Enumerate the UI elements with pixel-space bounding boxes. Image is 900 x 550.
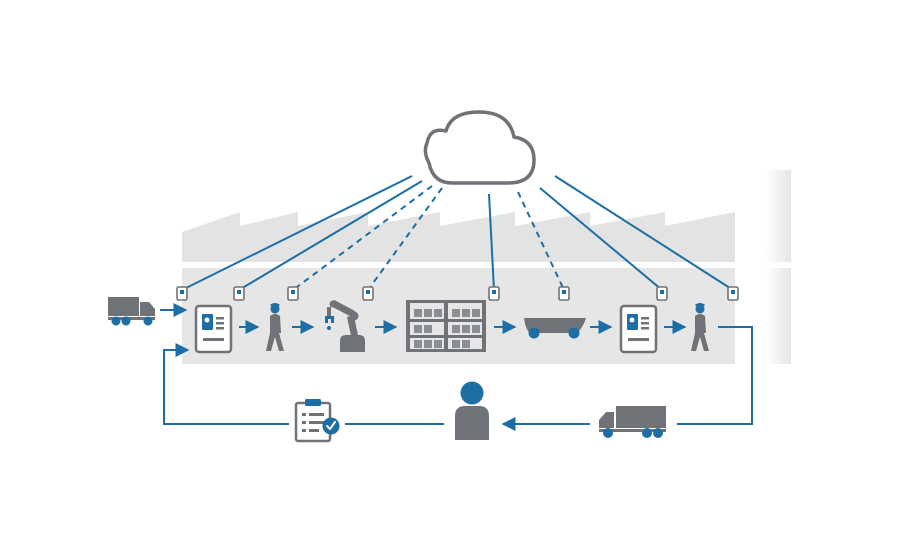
- link-agv: [517, 191, 565, 291]
- truck-icon: [108, 297, 155, 326]
- person-walking-icon: [691, 303, 709, 351]
- link-worker-1: [238, 180, 423, 291]
- sensor-tag-icon: [233, 286, 245, 301]
- link-shelf: [488, 193, 495, 291]
- link-worker-2: [554, 175, 734, 291]
- sensor-tag-icon: [488, 286, 500, 301]
- truck-icon: [599, 406, 666, 438]
- terminal-icon: [619, 304, 658, 354]
- cloud-icon: [423, 110, 536, 185]
- sensor-tag-icon: [656, 286, 668, 301]
- link-kiosk-1: [181, 175, 413, 291]
- clipboard-check-icon: [294, 399, 340, 443]
- sensor-tag-icon: [287, 286, 299, 301]
- flow-return-line: [677, 326, 753, 425]
- terminal-icon: [194, 304, 233, 354]
- robot-arm-icon: [325, 299, 365, 352]
- sensor-tag-icon: [558, 286, 570, 301]
- flow-feedback-line: [163, 343, 289, 425]
- cloud-connections: [181, 175, 734, 291]
- sensor-tags: [176, 286, 739, 301]
- link-robot: [292, 185, 433, 291]
- sensor-tag-icon: [362, 286, 374, 301]
- sensor-tag-icon: [727, 286, 739, 301]
- agv-icon: [524, 318, 586, 339]
- shelf-icon: [406, 300, 486, 352]
- link-kiosk-2: [539, 187, 663, 291]
- person-walking-icon: [266, 303, 284, 351]
- user-icon: [455, 381, 489, 440]
- sensor-tag-icon: [176, 286, 188, 301]
